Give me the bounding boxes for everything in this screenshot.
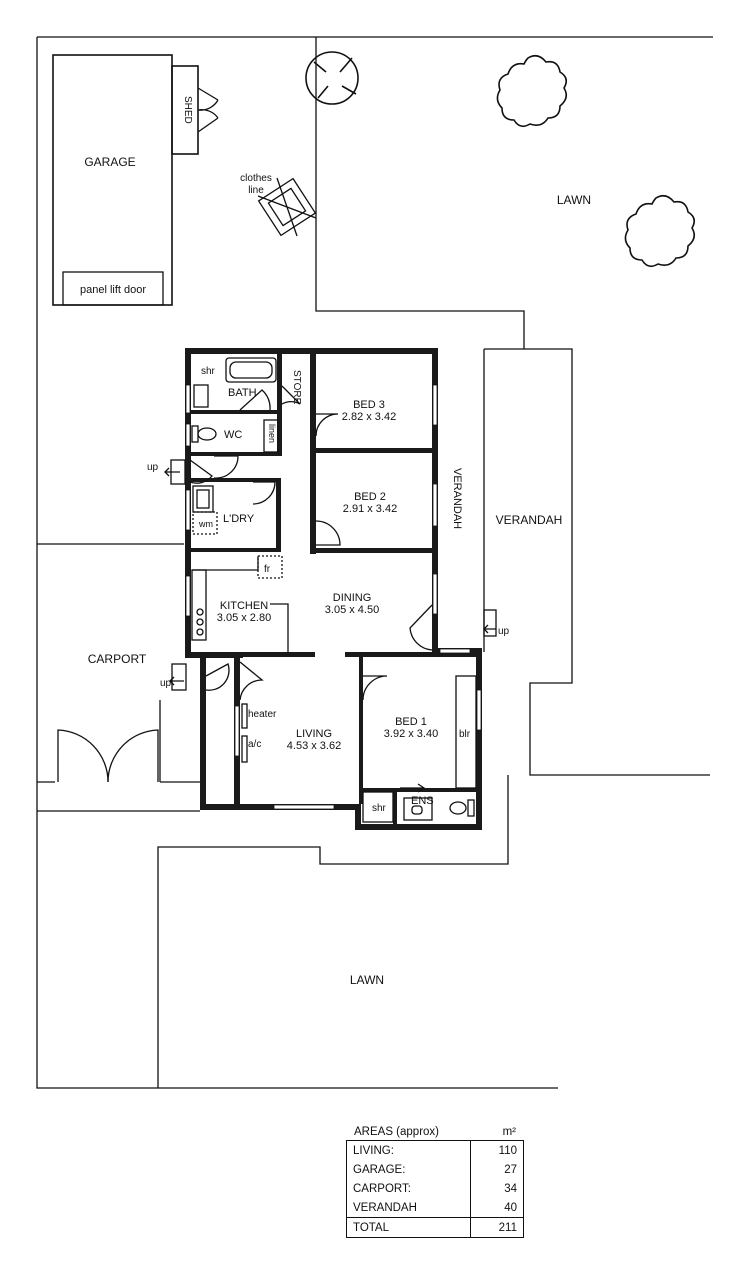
- lawn-top-label: LAWN: [557, 193, 591, 207]
- tree-icon: [624, 194, 696, 268]
- linen-label: linen: [267, 424, 277, 443]
- dining-name: DINING: [333, 592, 372, 604]
- door-swings: [189, 385, 433, 701]
- living-name: LIVING: [296, 728, 332, 740]
- garage: [52, 54, 219, 306]
- bed3-name: BED 3: [353, 399, 385, 411]
- clothes-label-2: line: [248, 185, 264, 196]
- step-up-label: up: [498, 626, 510, 637]
- total-label: TOTAL: [346, 1217, 471, 1238]
- ensuite-label: ENS: [411, 795, 434, 807]
- house-walls: [185, 348, 482, 830]
- area-value: 27: [470, 1160, 524, 1179]
- area-label: LIVING:: [346, 1140, 471, 1160]
- carport-gate: [57, 729, 159, 783]
- laundry-label: L'DRY: [223, 513, 255, 525]
- ac-label: a/c: [248, 739, 261, 750]
- site-boundary: [36, 36, 713, 1089]
- fixtures: [164, 357, 497, 823]
- boiler-label: blr: [459, 729, 471, 740]
- table-row: CARPORT: 34: [346, 1179, 524, 1198]
- heater-label: heater: [248, 709, 277, 720]
- bed1-name: BED 1: [395, 716, 427, 728]
- area-value: 40: [470, 1198, 524, 1218]
- living-size: 4.53 x 3.62: [287, 740, 341, 752]
- ensuite-shower-label: shr: [372, 803, 387, 814]
- tree-icon: [496, 54, 568, 128]
- tree-icon: [305, 51, 359, 105]
- kitchen-size: 3.05 x 2.80: [217, 612, 271, 624]
- store-label: STORE: [291, 370, 302, 405]
- clothes-line-icon: [257, 177, 317, 237]
- clothes-label-1: clothes: [240, 173, 272, 184]
- garage-label: GARAGE: [84, 155, 135, 169]
- carport-label: CARPORT: [88, 652, 147, 666]
- verandah-rear-label: VERANDAH: [496, 513, 563, 527]
- area-value: 34: [470, 1179, 524, 1198]
- total-value: 211: [470, 1217, 524, 1238]
- area-value: 110: [470, 1140, 524, 1160]
- windows: [185, 384, 482, 810]
- fridge-label: fr: [264, 564, 271, 575]
- area-label: VERANDAH: [346, 1198, 471, 1218]
- total-row: TOTAL 211: [346, 1217, 524, 1238]
- panel-lift-door-label: panel lift door: [80, 284, 146, 296]
- bath-label: BATH: [228, 387, 257, 399]
- areas-unit: m²: [502, 1126, 516, 1138]
- lawn-bottom-label: LAWN: [350, 973, 384, 987]
- bed2-name: BED 2: [354, 491, 386, 503]
- area-label: CARPORT:: [346, 1179, 471, 1198]
- areas-title: AREAS (approx): [354, 1126, 440, 1138]
- areas-header: AREAS (approx) m²: [346, 1116, 524, 1140]
- step-up-label: up: [160, 678, 172, 689]
- bed1-size: 3.92 x 3.40: [384, 728, 438, 740]
- bed2-size: 2.91 x 3.42: [343, 503, 397, 515]
- areas-grid: LIVING: 110 GARAGE: 27 CARPORT: 34 VERAN…: [346, 1140, 524, 1238]
- kitchen-name: KITCHEN: [220, 600, 268, 612]
- wc-label: WC: [224, 429, 242, 441]
- table-row: LIVING: 110: [346, 1140, 524, 1160]
- table-row: GARAGE: 27: [346, 1160, 524, 1179]
- area-label: GARAGE:: [346, 1160, 471, 1179]
- bed3-size: 2.82 x 3.42: [342, 411, 396, 423]
- washing-machine-label: wm: [198, 519, 213, 529]
- dining-size: 3.05 x 4.50: [325, 604, 379, 616]
- bath-shower-label: shr: [201, 366, 216, 377]
- table-row: VERANDAH 40: [346, 1198, 524, 1218]
- areas-table: AREAS (approx) m² LIVING: 110 GARAGE: 27…: [346, 1116, 524, 1238]
- step-up-label: up: [147, 462, 159, 473]
- shed-label: SHED: [182, 96, 193, 124]
- verandah-side-label: VERANDAH: [451, 468, 463, 529]
